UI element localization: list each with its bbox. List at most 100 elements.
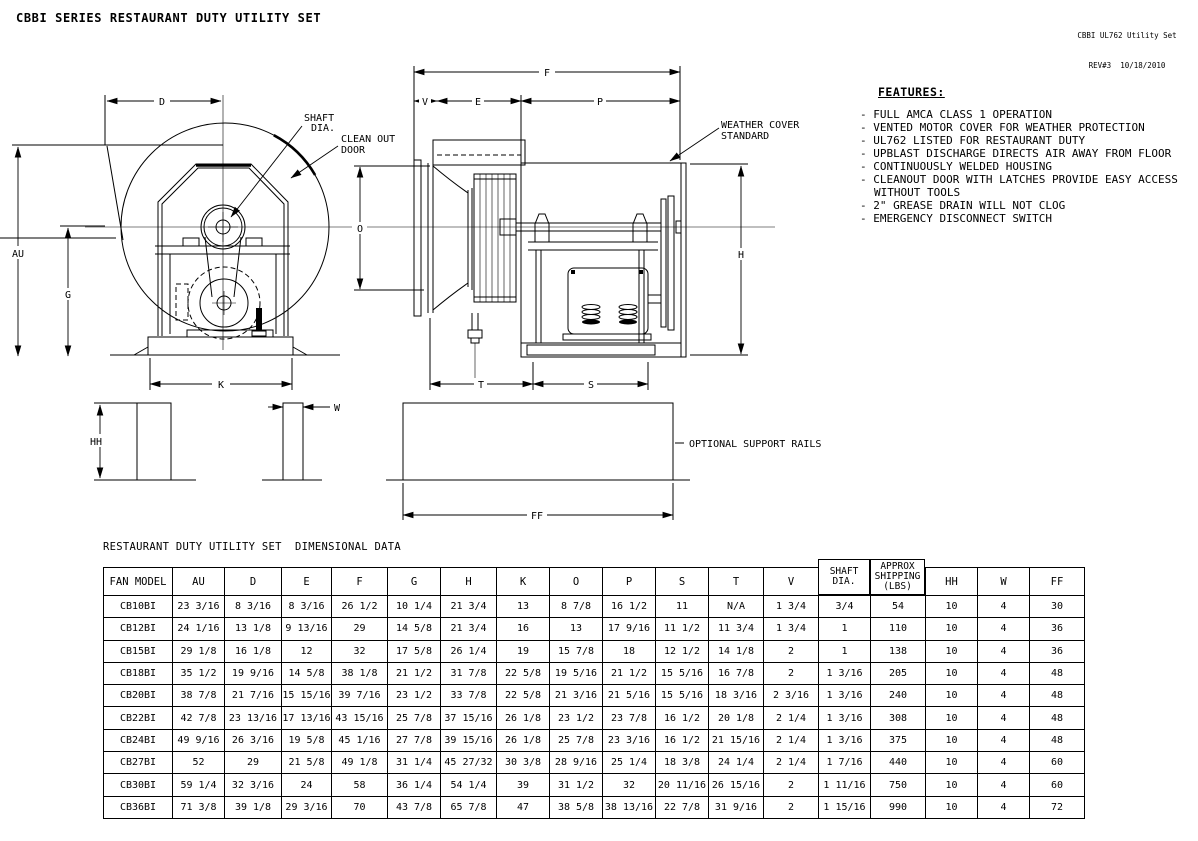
data-cell: 440 xyxy=(871,752,926,775)
data-cell: 26 1/2 xyxy=(332,596,388,619)
data-cell: 15 15/16 xyxy=(282,685,332,708)
data-cell: 38 7/8 xyxy=(173,685,225,708)
fan-model-cell: CB10BI xyxy=(104,596,173,619)
weather-cover-callout-line1: WEATHER COVER xyxy=(721,120,800,131)
column-header-p: P xyxy=(603,568,656,596)
data-cell: 29 3/16 xyxy=(282,796,332,819)
data-cell: 30 xyxy=(1030,596,1085,619)
data-cell: 22 5/8 xyxy=(497,662,550,686)
data-cell: 4 xyxy=(978,796,1030,819)
data-cell: 2 3/16 xyxy=(764,685,819,708)
data-cell: 4 xyxy=(978,729,1030,753)
weather-cover-callout-line2: STANDARD xyxy=(721,131,769,142)
data-cell: 10 1/4 xyxy=(388,596,441,619)
data-cell: 26 3/16 xyxy=(225,729,282,753)
data-cell: 138 xyxy=(871,640,926,663)
dim-label-g: G xyxy=(65,290,71,301)
data-cell: 4 xyxy=(978,640,1030,663)
dim-label-au: AU xyxy=(12,249,24,260)
data-cell: 2 1/4 xyxy=(764,707,819,730)
dim-label-t: T xyxy=(478,380,484,391)
column-header-f: F xyxy=(332,568,388,596)
data-cell: 1 3/16 xyxy=(819,685,871,708)
data-cell: 19 9/16 xyxy=(225,662,282,686)
data-cell: 28 9/16 xyxy=(550,752,603,775)
column-header-k: K xyxy=(497,568,550,596)
cleanout-door-callout-line1: CLEAN OUT xyxy=(341,134,395,145)
features-heading: FEATURES: xyxy=(878,85,945,99)
data-cell: 60 xyxy=(1030,752,1085,775)
doc-ref-line1: CBBI UL762 Utility Set xyxy=(1077,31,1177,40)
data-cell: 26 1/8 xyxy=(497,729,550,753)
fan-model-cell: CB18BI xyxy=(104,662,173,686)
data-cell: 23 3/16 xyxy=(173,596,225,619)
dim-label-d: D xyxy=(159,97,165,108)
data-cell: 21 5/8 xyxy=(282,752,332,775)
data-cell: 26 1/4 xyxy=(441,640,497,663)
data-cell: 16 1/2 xyxy=(656,707,709,730)
column-header-o: O xyxy=(550,568,603,596)
column-header-g: G xyxy=(388,568,441,596)
fan-model-cell: CB12BI xyxy=(104,618,173,641)
feature-item: - UL762 LISTED FOR RESTAURANT DUTY xyxy=(860,134,1086,147)
data-cell: 39 xyxy=(497,774,550,797)
data-cell: 58 xyxy=(332,774,388,797)
feature-item: - FULL AMCA CLASS 1 OPERATION xyxy=(860,108,1053,121)
data-cell: 39 7/16 xyxy=(332,685,388,708)
dim-label-s: S xyxy=(588,380,594,391)
data-cell: 21 3/16 xyxy=(550,685,603,708)
data-cell: 1 3/16 xyxy=(819,707,871,730)
data-cell: 59 1/4 xyxy=(173,774,225,797)
data-cell: 54 xyxy=(871,596,926,619)
dim-label-hh: HH xyxy=(90,437,102,448)
data-cell: 45 1/16 xyxy=(332,729,388,753)
column-header-t: T xyxy=(709,568,764,596)
data-cell: 31 7/8 xyxy=(441,662,497,686)
data-cell: 71 3/8 xyxy=(173,796,225,819)
data-cell: 38 1/8 xyxy=(332,662,388,686)
data-cell: 21 15/16 xyxy=(709,729,764,753)
data-cell: 21 7/16 xyxy=(225,685,282,708)
data-cell: 750 xyxy=(871,774,926,797)
data-cell: 1 3/16 xyxy=(819,729,871,753)
data-cell: 22 5/8 xyxy=(497,685,550,708)
data-cell: 1 3/4 xyxy=(764,596,819,619)
dim-label-o: O xyxy=(357,224,363,235)
data-cell: 10 xyxy=(926,707,978,730)
cleanout-door-callout-line2: DOOR xyxy=(341,145,366,156)
data-cell: 72 xyxy=(1030,796,1085,819)
data-cell: 18 3/8 xyxy=(656,752,709,775)
data-cell: 37 15/16 xyxy=(441,707,497,730)
data-cell: 2 xyxy=(764,662,819,686)
data-cell: 1 xyxy=(819,640,871,663)
fan-model-cell: CB27BI xyxy=(104,752,173,775)
support-rails-linework xyxy=(86,402,690,521)
data-cell: 15 7/8 xyxy=(550,640,603,663)
data-cell: 2 xyxy=(764,774,819,797)
data-cell: 3/4 xyxy=(819,596,871,619)
data-cell: 13 1/8 xyxy=(225,618,282,641)
data-cell: 65 7/8 xyxy=(441,796,497,819)
data-cell: 25 7/8 xyxy=(550,729,603,753)
fan-model-cell: CB36BI xyxy=(104,796,173,819)
data-cell: 29 xyxy=(332,618,388,641)
data-cell: 38 13/16 xyxy=(603,796,656,819)
data-cell: 19 xyxy=(497,640,550,663)
data-cell: 10 xyxy=(926,618,978,641)
column-header-fan-model: FAN MODEL xyxy=(104,568,173,596)
feature-item: - VENTED MOTOR COVER FOR WEATHER PROTECT… xyxy=(860,121,1145,134)
data-cell: 16 1/2 xyxy=(656,729,709,753)
document-reference: CBBI UL762 Utility Set REV#3 10/18/2010 xyxy=(1062,11,1192,91)
data-cell: 17 13/16 xyxy=(282,707,332,730)
side-view-linework xyxy=(0,95,358,390)
dim-label-ff: FF xyxy=(531,511,543,522)
data-cell: 375 xyxy=(871,729,926,753)
data-cell: 21 1/2 xyxy=(603,662,656,686)
column-header-e: E xyxy=(282,568,332,596)
shaft-dia-callout-line2: DIA. xyxy=(311,123,335,134)
data-cell: 21 3/4 xyxy=(441,596,497,619)
data-cell: 1 15/16 xyxy=(819,796,871,819)
data-cell: 17 9/16 xyxy=(603,618,656,641)
